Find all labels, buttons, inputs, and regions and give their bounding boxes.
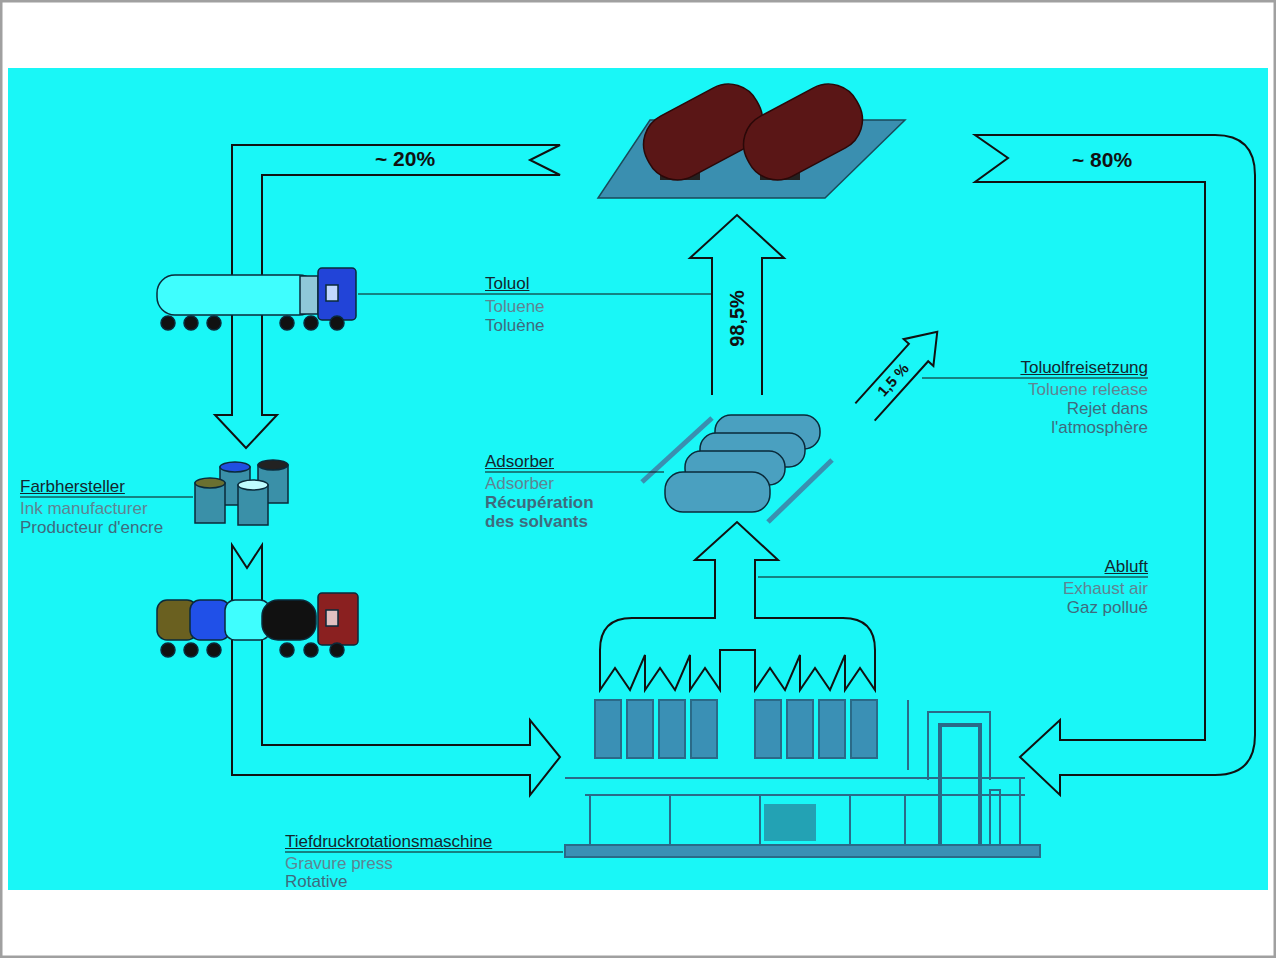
label-german: Farbhersteller bbox=[20, 477, 125, 496]
label-english: Adsorber bbox=[485, 474, 554, 493]
label-french: Gaz pollué bbox=[1067, 598, 1148, 617]
label-french: Récupération des solvants bbox=[485, 493, 620, 531]
label-german: Toluolfreisetzung bbox=[1020, 358, 1148, 377]
label-english: Gravure press bbox=[285, 854, 393, 873]
label-english: Toluene bbox=[485, 297, 545, 316]
background bbox=[8, 68, 1268, 890]
flow-percent: ~ 20% bbox=[375, 147, 435, 171]
flow-percent: 98,5% bbox=[726, 290, 749, 347]
adsorber bbox=[642, 415, 832, 522]
label-english: Exhaust air bbox=[1063, 579, 1148, 598]
toluene-truck bbox=[157, 268, 356, 330]
release-arrow bbox=[850, 318, 952, 425]
label-french: Rejet dans l'atmosphère bbox=[1026, 399, 1148, 437]
label-german: Abluft bbox=[1105, 557, 1148, 576]
label-english: Ink manufacturer bbox=[20, 499, 148, 518]
return-arrow-80 bbox=[975, 135, 1255, 795]
storage-tanks bbox=[598, 73, 905, 198]
gravure-press bbox=[565, 700, 1040, 857]
ink-truck bbox=[157, 593, 358, 657]
recovery-arrow bbox=[690, 215, 784, 395]
flow-percent: ~ 80% bbox=[1072, 148, 1132, 172]
label-german: Toluol bbox=[485, 274, 529, 293]
ink-drums bbox=[195, 460, 288, 525]
label-english: Toluene release bbox=[1028, 380, 1148, 399]
leader-lines bbox=[20, 294, 1148, 852]
flow-arrows bbox=[215, 135, 1255, 795]
label-french: Toluène bbox=[485, 316, 545, 335]
ink-arrow bbox=[232, 545, 560, 795]
exhaust-arrow bbox=[600, 522, 875, 690]
label-german: Tiefdruckrotationsmaschine bbox=[285, 832, 492, 851]
label-french: Rotative bbox=[285, 872, 347, 891]
label-german: Adsorber bbox=[485, 452, 554, 471]
label-french: Producteur d'encre bbox=[20, 518, 163, 537]
